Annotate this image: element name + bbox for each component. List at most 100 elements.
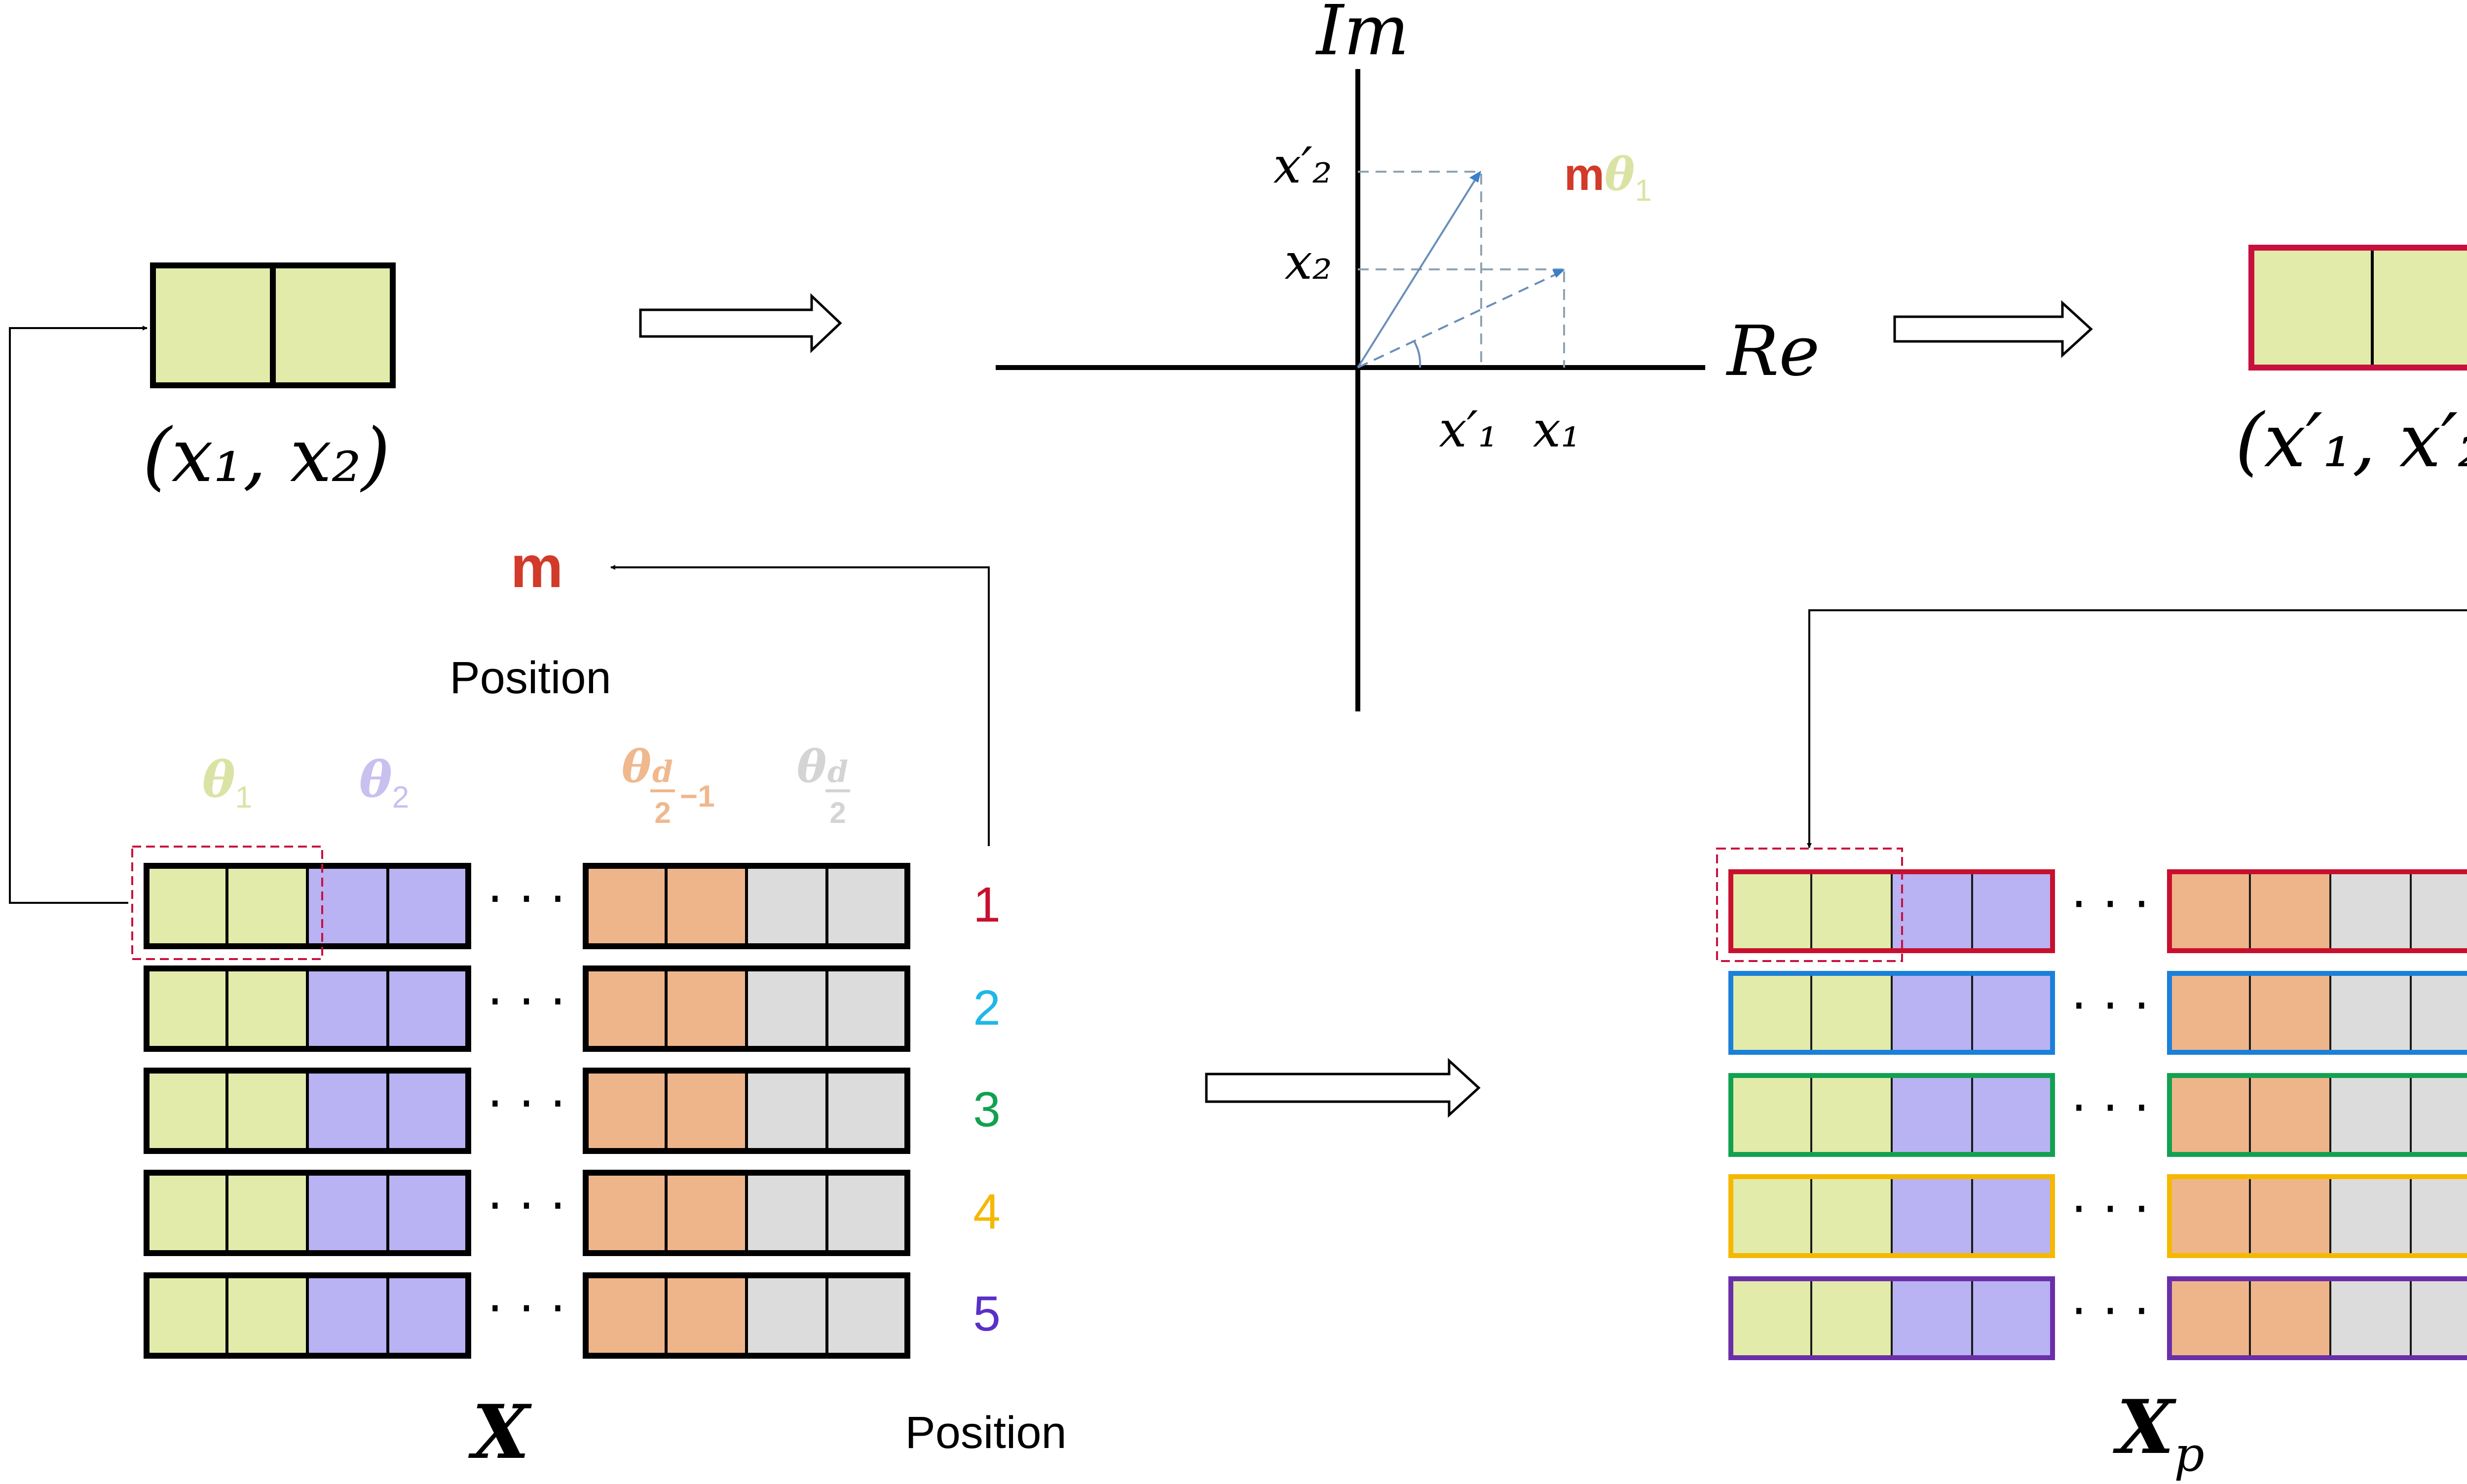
xp-cell — [2329, 1075, 2412, 1155]
x-row-3: · · · — [144, 1068, 910, 1154]
x-group-outline-2 — [583, 965, 910, 1052]
x-cell — [665, 864, 748, 948]
x-row-1: · · · — [144, 863, 910, 949]
xp-cell — [2249, 1176, 2331, 1257]
x1-prime-label: x′₁ — [1439, 401, 1497, 458]
x-cell — [584, 1069, 668, 1152]
xp-group-outline-1 — [1728, 869, 2055, 953]
xp-cell — [2249, 1075, 2331, 1155]
x1-label: x₁ — [1533, 401, 1580, 458]
x-cell — [825, 1069, 909, 1152]
xp-group-outline-2 — [2167, 971, 2467, 1055]
xp-group-outline-1 — [1728, 1276, 2055, 1360]
x-group-outline-2 — [583, 1272, 910, 1359]
x-row-4: · · · — [144, 1170, 910, 1256]
output-pair-outline — [2248, 245, 2467, 371]
xp-cell — [1730, 1176, 1812, 1257]
xp-group-outline-2 — [2167, 1174, 2467, 1258]
x-cell — [386, 864, 470, 948]
xp-cell — [2410, 871, 2467, 952]
xp-cell — [2329, 1176, 2412, 1257]
xp-cell — [2249, 972, 2331, 1053]
connector-output-to-result — [1807, 609, 2467, 848]
xp-cell — [1810, 1176, 1893, 1257]
theta-4-label: θ d 2 — [797, 741, 850, 829]
matrix-x-label: X — [468, 1389, 532, 1476]
x-group-outline-1 — [144, 1170, 471, 1256]
m-theta-theta: θ — [1605, 148, 1635, 201]
xp-cell — [1730, 972, 1812, 1053]
x-cell — [145, 1171, 228, 1255]
theta-4-sub-den: 2 — [829, 796, 846, 829]
x2-prime-label: x′₂ — [1273, 137, 1332, 194]
xp-row-1: · · · — [1728, 869, 2467, 953]
xp-group-outline-2 — [2167, 1073, 2467, 1157]
input-cell-2 — [270, 262, 396, 388]
connector-position-to-m — [610, 565, 990, 846]
xp-cell — [2249, 1278, 2331, 1359]
axis-im-label: Im — [1315, 0, 1409, 71]
x-cell — [306, 1274, 389, 1357]
xp-cell — [1730, 1075, 1812, 1155]
x-cell — [825, 1171, 909, 1255]
x-cell — [306, 864, 389, 948]
xp-group-outline-1 — [1728, 1073, 2055, 1157]
input-cell-1 — [150, 262, 276, 388]
xp-ellipsis: · · · — [2071, 1079, 2150, 1137]
vector-rotated-head — [1469, 171, 1481, 183]
xp-cell — [2329, 1278, 2412, 1359]
x-group-outline-1 — [144, 863, 471, 949]
x-cell — [306, 1171, 389, 1255]
x-cell — [584, 864, 668, 948]
rotation-angle-arc — [1413, 339, 1421, 368]
output-cell-1 — [2250, 246, 2374, 369]
x-cell — [825, 1274, 909, 1357]
highlight-dashed-box-right — [1716, 848, 1903, 962]
xp-cell — [1971, 871, 2054, 952]
xp-cell — [1810, 1278, 1893, 1359]
m-theta-m: m — [1564, 149, 1605, 200]
x-cell — [665, 1274, 748, 1357]
x-cell — [665, 967, 748, 1050]
xp-cell — [2168, 1176, 2251, 1257]
output-pair-box — [2248, 245, 2467, 371]
xp-cell — [1891, 1278, 1973, 1359]
xp-cell — [1971, 972, 2054, 1053]
x-group-outline-2 — [583, 1170, 910, 1256]
vector-original — [1357, 272, 1560, 369]
x-cell — [386, 967, 470, 1050]
x-cell — [386, 1069, 470, 1152]
x-cell — [665, 1171, 748, 1255]
xp-cell — [2410, 1075, 2467, 1155]
x-cell — [745, 1069, 828, 1152]
complex-plane — [996, 69, 1706, 711]
x-ellipsis: · · · — [487, 870, 566, 928]
x-ellipsis: · · · — [487, 1280, 566, 1337]
xp-cell — [1971, 1176, 2054, 1257]
x-cell — [145, 967, 228, 1050]
position-label-top: Position — [449, 653, 611, 703]
xp-cell — [1891, 972, 1973, 1053]
x-cell — [386, 1274, 470, 1357]
theta-2-sub: 2 — [392, 780, 409, 815]
x-group-outline-1 — [144, 965, 471, 1052]
x-cell — [225, 864, 309, 948]
x-cell — [145, 1274, 228, 1357]
theta-2-symbol: θ — [359, 750, 392, 809]
x-cell — [584, 1274, 668, 1357]
input-pair-box — [150, 262, 396, 388]
xp-cell — [2410, 972, 2467, 1053]
output-cell-2 — [2371, 246, 2467, 369]
m-label: m — [511, 534, 563, 600]
x-cell — [825, 967, 909, 1050]
x-ellipsis: · · · — [487, 1177, 566, 1235]
hollow-arrow-top-left — [639, 293, 842, 353]
vector-rotated — [1357, 175, 1479, 369]
xp-group-outline-2 — [2167, 1276, 2467, 1360]
xp-ellipsis: · · · — [2071, 1282, 2150, 1340]
position-number-2: 2 — [973, 980, 1001, 1036]
matrix-xp-x: X — [2113, 1384, 2177, 1471]
matrix-xp: · · ·· · ·· · ·· · ·· · · — [1728, 869, 2467, 1360]
xp-row-2: · · · — [1728, 971, 2467, 1055]
